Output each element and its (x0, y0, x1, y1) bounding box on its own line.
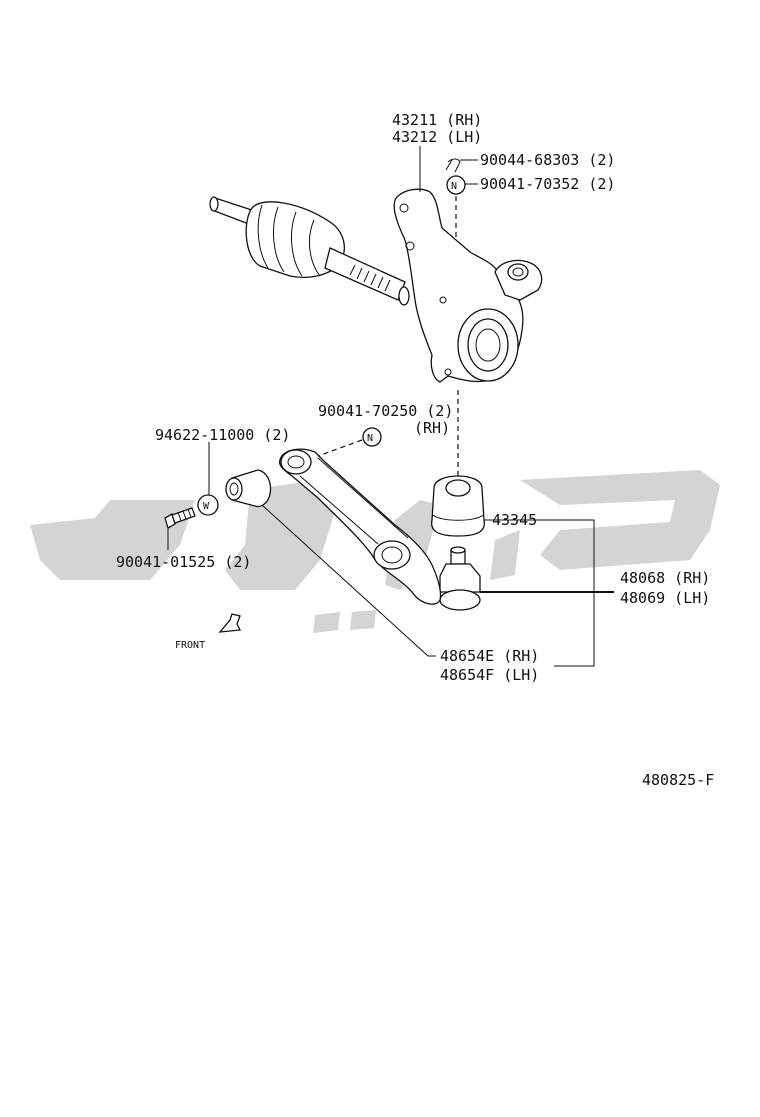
leader-lines (167, 146, 614, 667)
label-nut-mid: 90041-70250 (2) (318, 402, 453, 420)
arm-bushing (225, 469, 272, 508)
lower-control-arm (278, 448, 442, 605)
watermark-logo (30, 470, 720, 633)
nut-top-symbol: N (446, 175, 466, 195)
nut-mid-letter: N (367, 433, 373, 444)
drive-shaft (209, 196, 410, 306)
label-bolt: 90041-01525 (2) (116, 553, 251, 571)
label-ball-joint-boot: 43345 (492, 511, 537, 529)
label-ball-joint-lh: 48069 (LH) (620, 589, 710, 607)
ball-joint (439, 546, 481, 611)
label-washer: 94622-11000 (2) (155, 426, 290, 444)
bolt (164, 507, 196, 529)
part-labels: 43211 (RH) 43212 (LH) 90044-68303 (2) 90… (116, 111, 714, 789)
front-arrow-icon (218, 613, 242, 633)
ball-joint-boot (430, 475, 486, 537)
label-arm-lh: 48654F (LH) (440, 666, 539, 684)
label-nut-mid-side: (RH) (414, 419, 450, 437)
figure-code: 480825-F (642, 771, 714, 789)
label-knuckle-rh: 43211 (RH) (392, 111, 482, 129)
label-nut-top: 90041-70352 (2) (480, 175, 615, 193)
label-ball-joint-rh: 48068 (RH) (620, 569, 710, 587)
steering-knuckle (393, 188, 543, 383)
nut-mid-symbol: N (362, 427, 382, 447)
washer-letter: W (203, 501, 210, 512)
label-cotter-pin: 90044-68303 (2) (480, 151, 615, 169)
nut-top-letter: N (451, 181, 457, 192)
label-knuckle-lh: 43212 (LH) (392, 128, 482, 146)
label-front: FRONT (175, 640, 205, 651)
assembly-dash-lines (317, 196, 459, 478)
washer-symbol: W (197, 494, 219, 516)
label-arm-rh: 48654E (RH) (440, 647, 539, 665)
cotter-pin (445, 158, 461, 173)
